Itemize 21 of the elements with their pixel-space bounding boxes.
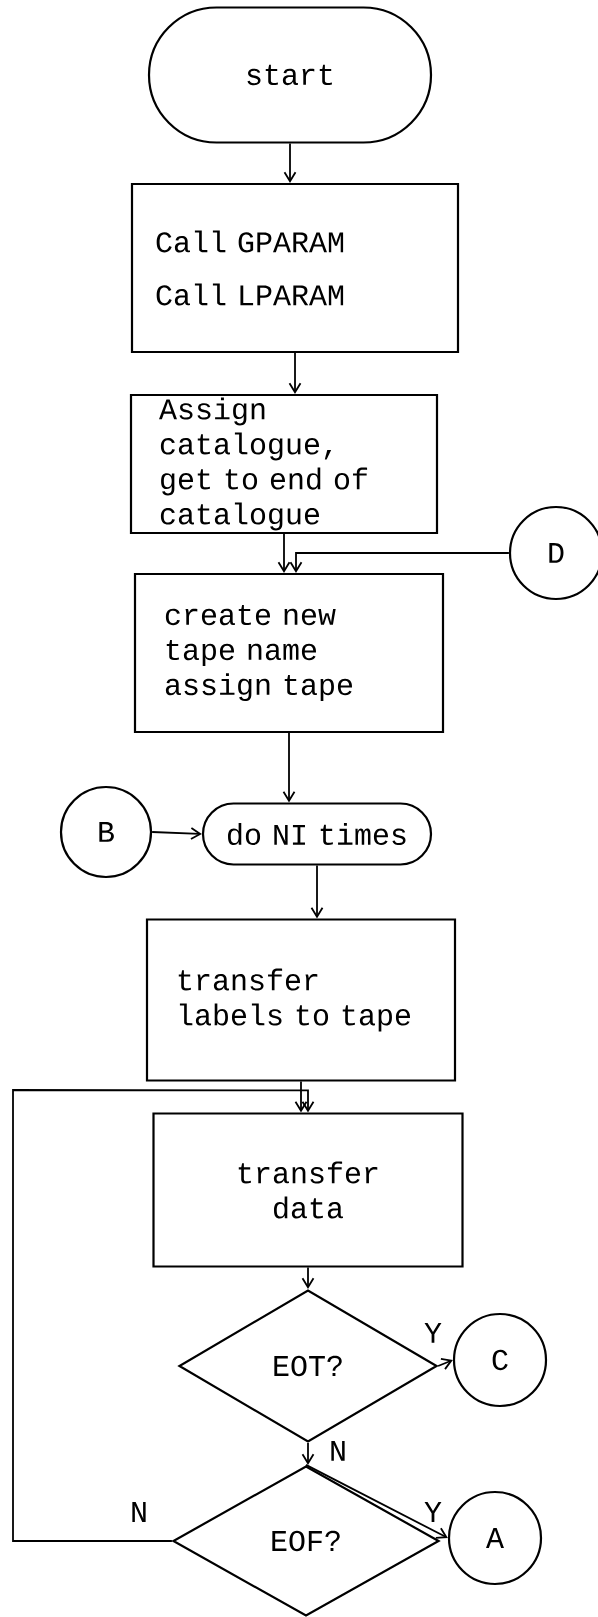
arrow bbox=[283, 142, 297, 183]
arrow bbox=[301, 1266, 315, 1289]
arrow bbox=[12, 1089, 315, 1542]
arrow bbox=[277, 533, 291, 573]
process-box: transfer data bbox=[152, 1112, 464, 1268]
process-box: create new tape name assign tape bbox=[133, 572, 445, 734]
arrow bbox=[151, 827, 202, 840]
process-box: Call GPARAM Call LPARAM bbox=[130, 182, 460, 354]
edge-label: N bbox=[129, 1501, 149, 1523]
arrow bbox=[305, 1464, 448, 1539]
arrow bbox=[437, 1358, 453, 1370]
arrow bbox=[310, 864, 324, 919]
arrow bbox=[294, 1080, 308, 1113]
arrow bbox=[289, 552, 510, 573]
process-box: transfer labels to tape bbox=[145, 918, 457, 1082]
arrow bbox=[282, 732, 296, 803]
edge-label: Y bbox=[423, 1501, 443, 1523]
arrow bbox=[288, 352, 302, 394]
arrow bbox=[301, 1442, 315, 1465]
process-box: Assign catalogue, get to end of catalogue bbox=[129, 393, 439, 535]
edge-label: N bbox=[328, 1440, 348, 1462]
